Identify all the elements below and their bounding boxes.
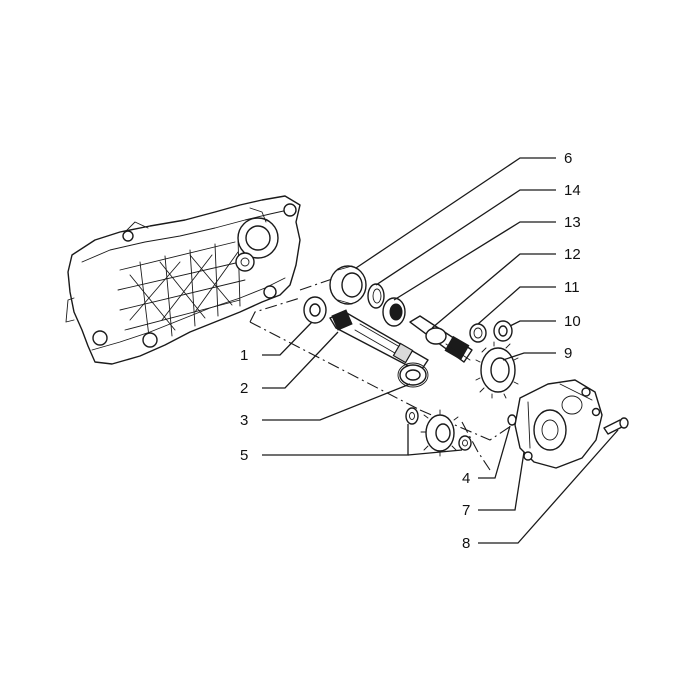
part-10-bearing [493, 320, 513, 342]
part-13-bearing [382, 297, 406, 327]
callout-13: 13 [564, 214, 581, 231]
part-8-bolt [603, 417, 629, 435]
callout-6: 6 [564, 150, 572, 167]
part-3-gear [397, 362, 429, 388]
part-11-washer [469, 323, 487, 343]
crankcase-housing [65, 195, 301, 365]
callout-8: 8 [462, 535, 470, 552]
part-9-gear [475, 341, 519, 399]
callout-7: 7 [462, 502, 470, 519]
callout-2: 2 [240, 380, 248, 397]
part-5-gear-set [405, 407, 472, 457]
part-2-shaft [329, 309, 429, 373]
callout-11: 11 [564, 279, 580, 296]
callout-14: 14 [564, 182, 581, 199]
callout-1: 1 [240, 347, 248, 364]
callout-5: 5 [240, 447, 248, 464]
callout-10: 10 [564, 313, 581, 330]
callout-12: 12 [564, 246, 581, 263]
part-1-bearing [303, 296, 327, 324]
part-12-output-shaft [409, 315, 473, 363]
part-7-cover [514, 379, 603, 469]
callout-labels: 6 14 13 12 11 10 9 1 2 3 5 4 7 8 [240, 150, 581, 552]
part-14-ring [367, 283, 385, 309]
callout-4: 4 [462, 470, 470, 487]
part-6-bearing [329, 265, 367, 305]
leader-lines [262, 157, 619, 544]
callout-9: 9 [564, 345, 572, 362]
callout-3: 3 [240, 412, 248, 429]
